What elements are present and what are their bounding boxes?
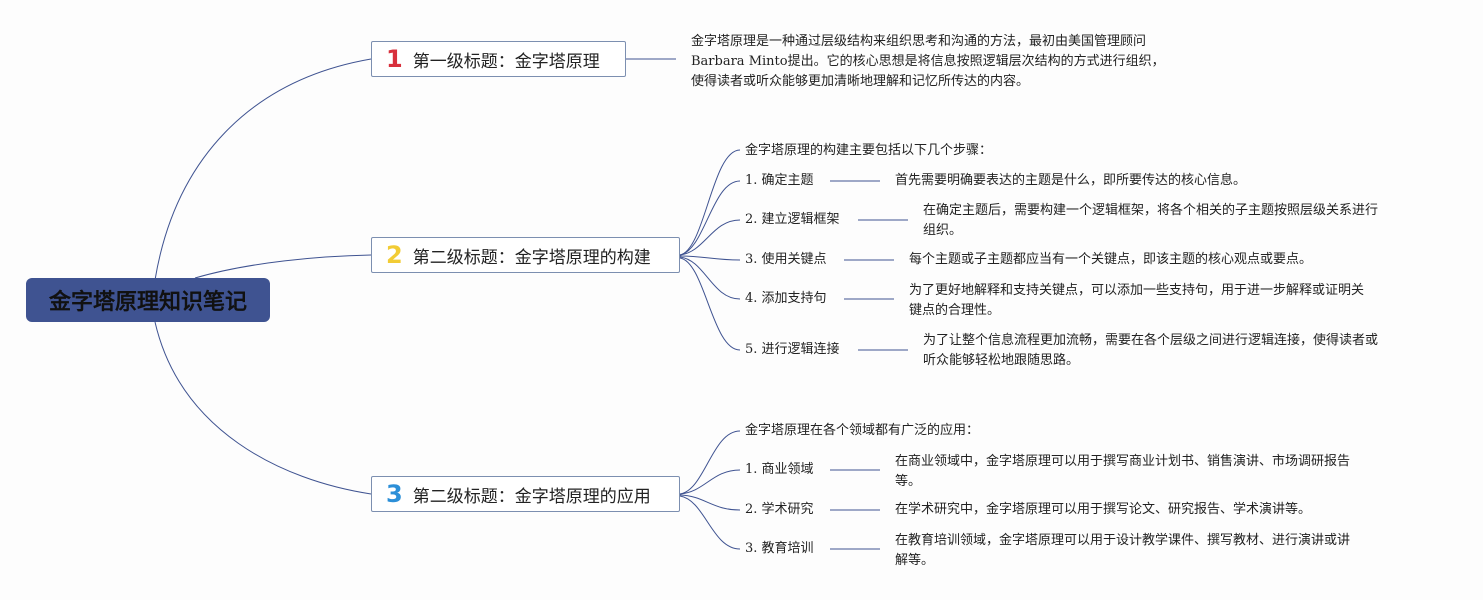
connector-b3-item1 [679, 469, 741, 495]
b3-item-1-detail: 在商业领域中，金字塔原理可以用于撰写商业计划书、销售演讲、市场调研报告 等。 [895, 452, 1350, 492]
connector-b2-item2 [679, 219, 741, 256]
detail-line: 在学术研究中，金字塔原理可以用于撰写论文、研究报告、学术演讲等。 [895, 502, 1312, 517]
branch-title-1: 第一级标题：金字塔原理 [412, 51, 600, 72]
connector-root-branch3 [154, 321, 372, 495]
detail-line: 在确定主题后，需要构建一个逻辑框架，将各个相关的子主题按照层级关系进行 [923, 203, 1379, 218]
root-title: 金字塔原理知识笔记 [48, 290, 247, 315]
detail-line: 解等。 [895, 553, 935, 568]
b2-item-4-detail: 为了更好地解释和支持关键点，可以添加一些支持句，用于进一步解释或证明关 键点的合… [909, 281, 1364, 321]
number-badge-2: 2 [386, 241, 403, 269]
branch-title-2: 第二级标题：金字塔原理的构建 [412, 247, 651, 268]
connector-b3-intro [679, 430, 741, 495]
connector-root-branch1 [154, 58, 372, 281]
b2-item-3-detail: 每个主题或子主题都应当有一个关键点，即该主题的核心观点或要点。 [909, 250, 1312, 270]
detail-line: 为了让整个信息流程更加流畅，需要在各个层级之间进行逻辑连接，使得读者或 [923, 333, 1379, 348]
detail-line: 在教育培训领域，金字塔原理可以用于设计教学课件、撰写教材、进行演讲或讲 [895, 533, 1351, 548]
branch1-description: 金字塔原理是一种通过层级结构来组织思考和沟通的方法，最初由美国管理顾问 Barb… [691, 32, 1165, 92]
connector-b2-intro [679, 149, 741, 256]
desc-line: 使得读者或听众能够更加清晰地理解和记忆所传达的内容。 [691, 74, 1030, 89]
b2-item-2-label[interactable]: 2. 建立逻辑框架 [745, 212, 840, 227]
connector-b2-item5 [679, 257, 741, 351]
connector-root-branch2 [194, 254, 372, 279]
number-badge-1: 1 [386, 45, 403, 73]
b2-item-5-label[interactable]: 5. 进行逻辑连接 [745, 342, 840, 357]
branch2-intro[interactable]: 金字塔原理的构建主要包括以下几个步骤： [745, 143, 993, 158]
connector-b3-item3 [679, 495, 741, 550]
connector-b2-item3 [679, 255, 741, 261]
desc-line: Barbara Minto提出。它的核心思想是将信息按照逻辑层次结构的方式进行组… [691, 54, 1165, 69]
branch-node-2[interactable]: 2 第二级标题：金字塔原理的构建 [371, 237, 680, 273]
detail-line: 每个主题或子主题都应当有一个关键点，即该主题的核心观点或要点。 [909, 252, 1313, 267]
connector-b3-item2 [679, 494, 741, 511]
branch-node-1[interactable]: 1 第一级标题：金字塔原理 [371, 41, 626, 77]
root-node[interactable]: 金字塔原理知识笔记 [26, 278, 270, 322]
b3-item-3-label[interactable]: 3. 教育培训 [745, 541, 814, 556]
number-badge-3: 3 [386, 480, 403, 508]
branch-title-3: 第二级标题：金字塔原理的应用 [412, 486, 651, 507]
b2-item-1-label[interactable]: 1. 确定主题 [745, 173, 814, 188]
b3-item-2-detail: 在学术研究中，金字塔原理可以用于撰写论文、研究报告、学术演讲等。 [895, 500, 1311, 520]
connector-b2-item1 [679, 180, 741, 256]
detail-line: 等。 [895, 474, 922, 489]
branch-node-3[interactable]: 3 第二级标题：金字塔原理的应用 [371, 476, 680, 512]
b2-item-4-label[interactable]: 4. 添加支持句 [745, 291, 827, 306]
desc-line: 金字塔原理是一种通过层级结构来组织思考和沟通的方法，最初由美国管理顾问 [691, 34, 1147, 49]
connector-b2-item4 [679, 256, 741, 300]
detail-line: 组织。 [923, 223, 963, 238]
detail-line: 为了更好地解释和支持关键点，可以添加一些支持句，用于进一步解释或证明关 [909, 283, 1365, 298]
b2-item-1-detail: 首先需要明确要表达的主题是什么，即所要传达的核心信息。 [895, 171, 1246, 191]
detail-line: 键点的合理性。 [909, 303, 1001, 318]
detail-line: 首先需要明确要表达的主题是什么，即所要传达的核心信息。 [895, 173, 1247, 188]
branch3-intro[interactable]: 金字塔原理在各个领域都有广泛的应用： [745, 423, 980, 438]
b3-item-2-label[interactable]: 2. 学术研究 [745, 502, 814, 517]
detail-line: 在商业领域中，金字塔原理可以用于撰写商业计划书、销售演讲、市场调研报告 [895, 454, 1351, 469]
b3-item-1-label[interactable]: 1. 商业领域 [745, 462, 814, 477]
b3-item-3-detail: 在教育培训领域，金字塔原理可以用于设计教学课件、撰写教材、进行演讲或讲 解等。 [895, 531, 1350, 571]
b2-item-3-label[interactable]: 3. 使用关键点 [745, 252, 827, 267]
detail-line: 听众能够轻松地跟随思路。 [923, 353, 1080, 368]
b2-item-2-detail: 在确定主题后，需要构建一个逻辑框架，将各个相关的子主题按照层级关系进行 组织。 [923, 201, 1378, 241]
b2-item-5-detail: 为了让整个信息流程更加流畅，需要在各个层级之间进行逻辑连接，使得读者或 听众能够… [923, 331, 1378, 371]
